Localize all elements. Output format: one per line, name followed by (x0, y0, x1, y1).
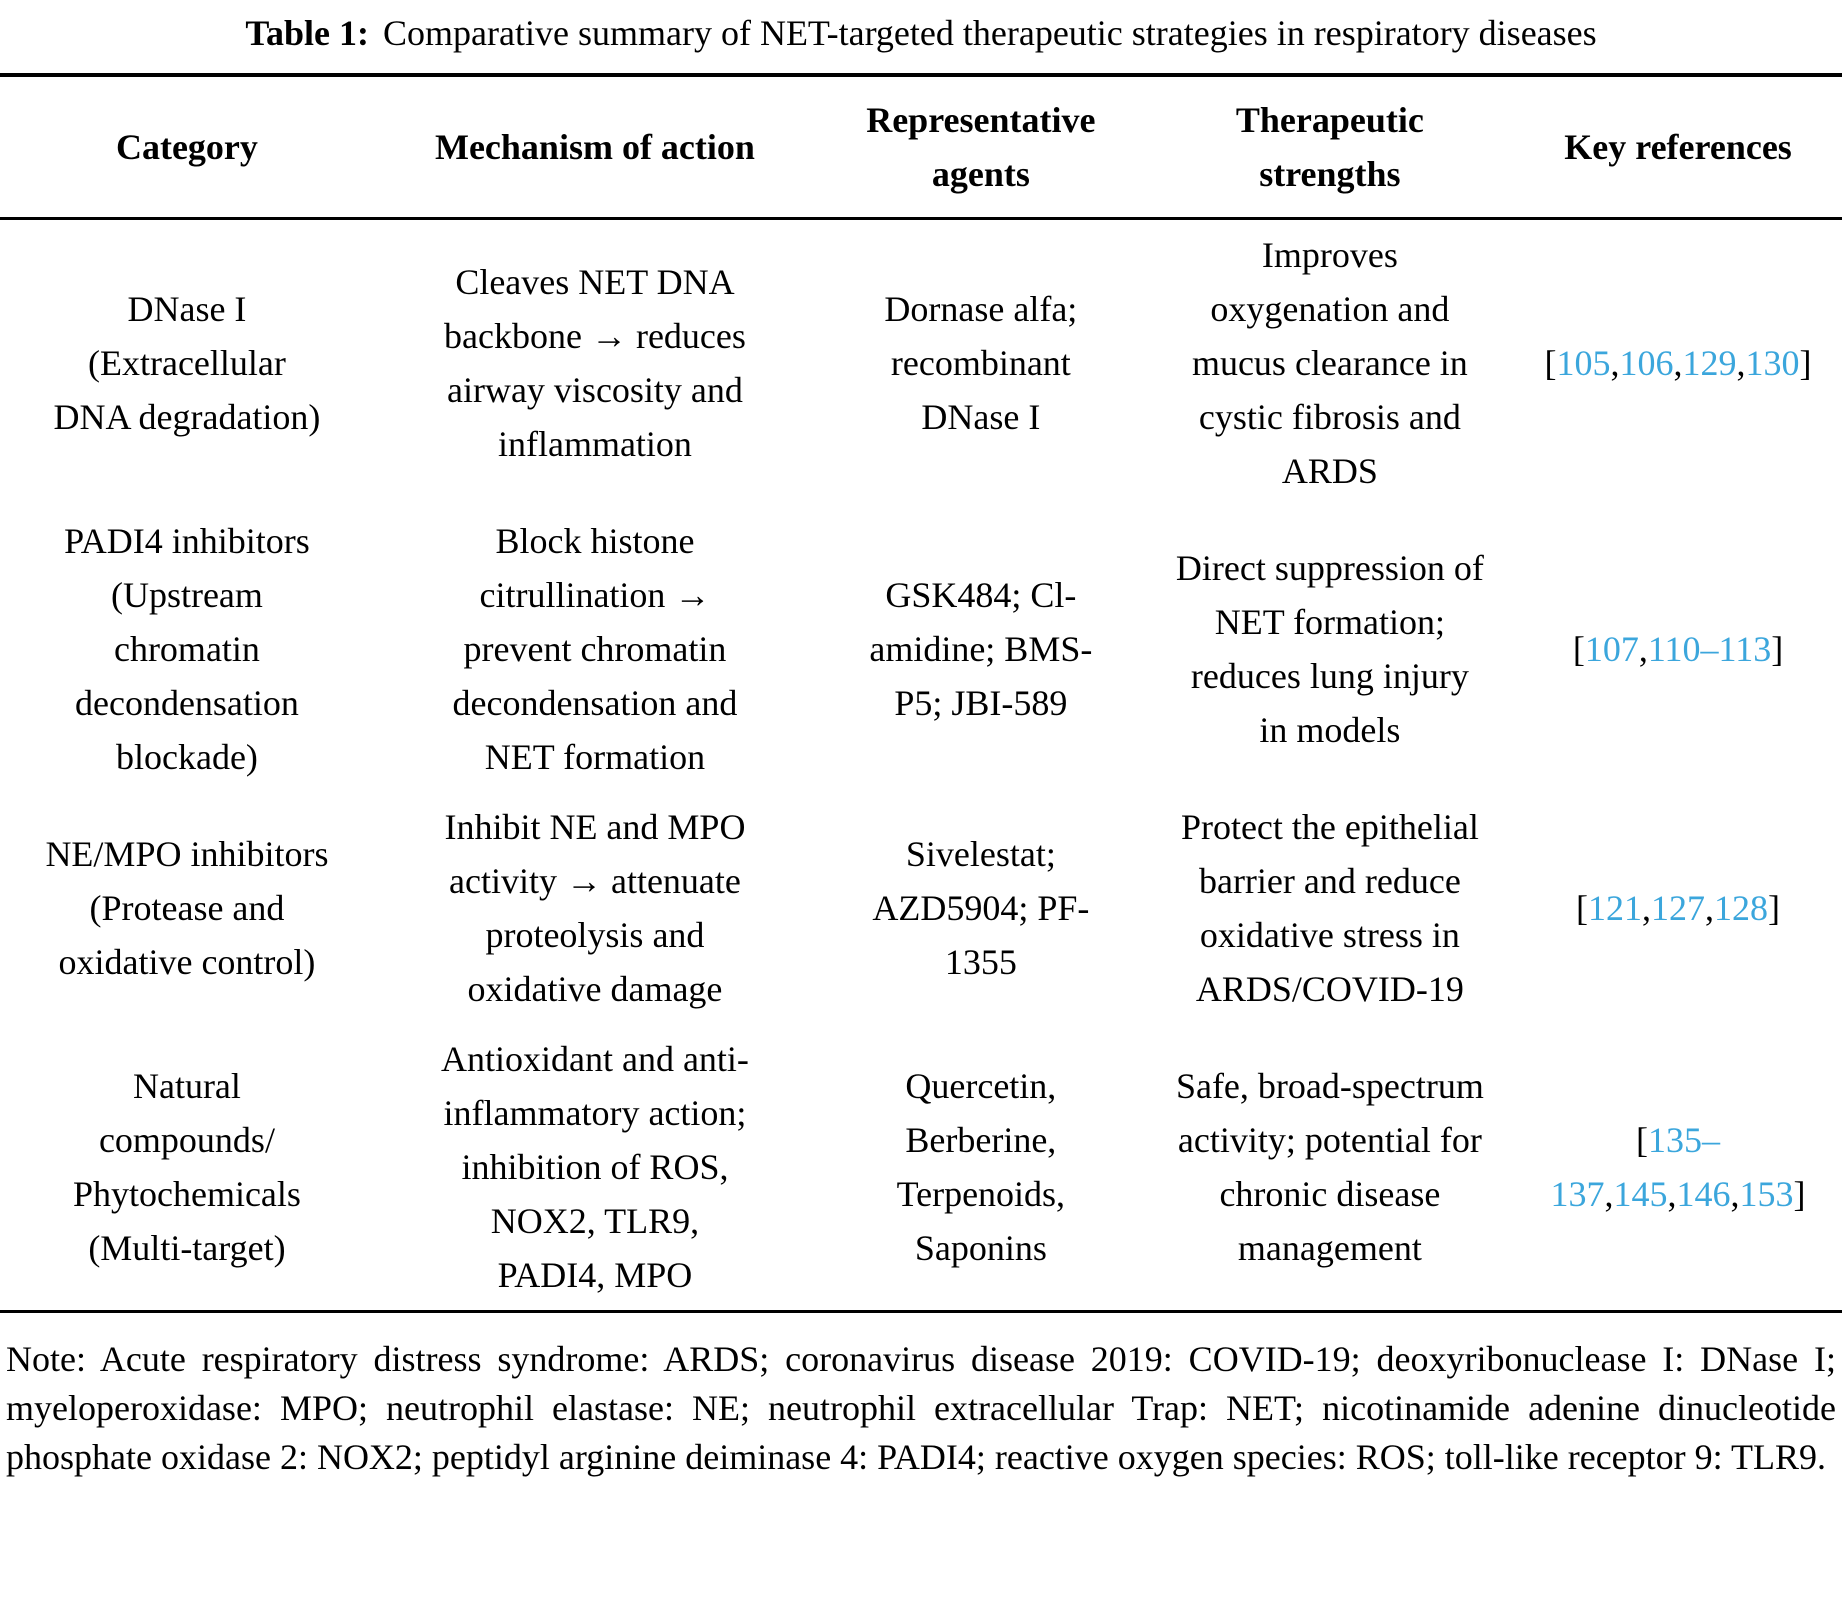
mechanism-text: Antioxidant and anti-inflammatory action… (440, 1038, 749, 1295)
column-header-references: Key references (1514, 74, 1842, 220)
citation-punctuation: , (1673, 342, 1683, 383)
column-header-label: Key references (1564, 126, 1792, 167)
citation-link[interactable]: 127 (1651, 887, 1706, 928)
references-text: [105,106,129,130] (1534, 336, 1822, 390)
column-header-label: Therapeutic strengths (1235, 99, 1424, 194)
column-header-agents: Representative agents (816, 74, 1146, 220)
citation-link[interactable]: 130 (1745, 342, 1800, 383)
column-header-label: Mechanism of action (434, 126, 755, 167)
mechanism-text: Inhibit NE and MPO activity → attenuate … (444, 806, 746, 1009)
references-text: [107,110–113] (1534, 622, 1822, 676)
agents-text: Dornase alfa; recombinant DNase I (884, 288, 1078, 437)
table-row: PADI4 inhibitors (Upstream chromatin dec… (0, 506, 1842, 792)
cell-category: DNase I (Extracellular DNA degradation) (0, 218, 374, 506)
agents-text: Quercetin, Berberine, Terpenoids, Saponi… (896, 1065, 1066, 1268)
citation-punctuation: ] (1771, 628, 1784, 669)
citation-punctuation: [ (1572, 628, 1585, 669)
table-row: NE/MPO inhibitors (Protease and oxidativ… (0, 792, 1842, 1024)
citation-punctuation: , (1642, 887, 1652, 928)
cell-mechanism: Antioxidant and anti-inflammatory action… (374, 1024, 816, 1312)
mechanism-text: Block histone citrullination → prevent c… (452, 520, 738, 777)
citation-punctuation: ] (1768, 887, 1781, 928)
cell-agents: Dornase alfa; recombinant DNase I (816, 218, 1146, 506)
cell-category: PADI4 inhibitors (Upstream chromatin dec… (0, 506, 374, 792)
cell-agents: Quercetin, Berberine, Terpenoids, Saponi… (816, 1024, 1146, 1312)
cell-references: [107,110–113] (1514, 506, 1842, 792)
citation-link[interactable]: 110–113 (1647, 628, 1772, 669)
table-row: Natural compounds/ Phytochemicals (Multi… (0, 1024, 1842, 1312)
citation-punctuation: [ (1544, 342, 1557, 383)
strengths-text: Protect the epithelial barrier and reduc… (1180, 806, 1479, 1009)
table-note: Note: Acute respiratory distress syndrom… (6, 1338, 1836, 1477)
category-text: PADI4 inhibitors (Upstream chromatin dec… (64, 520, 310, 777)
cell-references: [121,127,128] (1514, 792, 1842, 1024)
mechanism-text: Cleaves NET DNA backbone → reduces airwa… (444, 261, 746, 464)
strengths-text: Improves oxygenation and mucus clearance… (1191, 234, 1468, 491)
cell-strengths: Protect the epithelial barrier and reduc… (1146, 792, 1514, 1024)
citation-link[interactable]: 129 (1682, 342, 1737, 383)
cell-agents: GSK484; Cl-amidine; BMS-P5; JBI-589 (816, 506, 1146, 792)
citation-punctuation: [ (1636, 1119, 1649, 1160)
citation-link[interactable]: 121 (1588, 887, 1643, 928)
column-header-category: Category (0, 74, 374, 220)
summary-table: Category Mechanism of action Representat… (0, 72, 1842, 1313)
cell-strengths: Safe, broad-spectrum activity; potential… (1146, 1024, 1514, 1312)
citation-link[interactable]: 128 (1714, 887, 1769, 928)
cell-mechanism: Inhibit NE and MPO activity → attenuate … (374, 792, 816, 1024)
strengths-text: Direct suppression of NET formation; red… (1175, 547, 1484, 750)
table-caption-label: Table 1: (245, 13, 370, 53)
citation-punctuation: , (1730, 1173, 1740, 1214)
category-text: NE/MPO inhibitors (Protease and oxidativ… (45, 833, 329, 982)
column-header-label: Category (115, 126, 258, 167)
cell-strengths: Improves oxygenation and mucus clearance… (1146, 218, 1514, 506)
references-text: [135–137,145,146,153] (1534, 1113, 1822, 1221)
citation-link[interactable]: 107 (1584, 628, 1639, 669)
cell-references: [135–137,145,146,153] (1514, 1024, 1842, 1312)
table-row: DNase I (Extracellular DNA degradation) … (0, 218, 1842, 506)
cell-category: Natural compounds/ Phytochemicals (Multi… (0, 1024, 374, 1312)
cell-agents: Sivelestat; AZD5904; PF-1355 (816, 792, 1146, 1024)
citation-link[interactable]: 146 (1676, 1173, 1731, 1214)
column-header-label: Representative agents (866, 99, 1096, 194)
citation-link[interactable]: 153 (1739, 1173, 1794, 1214)
category-text: Natural compounds/ Phytochemicals (Multi… (72, 1065, 301, 1268)
cell-strengths: Direct suppression of NET formation; red… (1146, 506, 1514, 792)
citation-punctuation: , (1705, 887, 1715, 928)
citation-punctuation: , (1610, 342, 1620, 383)
cell-category: NE/MPO inhibitors (Protease and oxidativ… (0, 792, 374, 1024)
citation-punctuation: , (1638, 628, 1648, 669)
citation-punctuation: , (1736, 342, 1746, 383)
citation-punctuation: [ (1576, 887, 1589, 928)
category-text: DNase I (Extracellular DNA degradation) (53, 288, 321, 437)
agents-text: GSK484; Cl-amidine; BMS-P5; JBI-589 (869, 574, 1093, 723)
cell-mechanism: Block histone citrullination → prevent c… (374, 506, 816, 792)
header-row: Category Mechanism of action Representat… (0, 74, 1842, 220)
column-header-mechanism: Mechanism of action (373, 74, 816, 220)
column-header-strengths: Therapeutic strengths (1145, 74, 1515, 220)
references-text: [121,127,128] (1534, 881, 1822, 935)
table-caption-text: Comparative summary of NET-targeted ther… (383, 13, 1597, 53)
citation-link[interactable]: 135–137 (1550, 1119, 1721, 1214)
agents-text: Sivelestat; AZD5904; PF-1355 (872, 833, 1090, 982)
citation-punctuation: ] (1793, 1173, 1806, 1214)
citation-punctuation: ] (1799, 342, 1812, 383)
strengths-text: Safe, broad-spectrum activity; potential… (1175, 1065, 1484, 1268)
citation-link[interactable]: 145 (1613, 1173, 1668, 1214)
citation-punctuation: , (1667, 1173, 1677, 1214)
citation-link[interactable]: 105 (1556, 342, 1611, 383)
citation-punctuation: , (1604, 1173, 1614, 1214)
table-caption: Table 1: Comparative summary of NET-targe… (20, 10, 1822, 57)
citation-link[interactable]: 106 (1619, 342, 1674, 383)
cell-references: [105,106,129,130] (1514, 218, 1842, 506)
cell-mechanism: Cleaves NET DNA backbone → reduces airwa… (374, 218, 816, 506)
